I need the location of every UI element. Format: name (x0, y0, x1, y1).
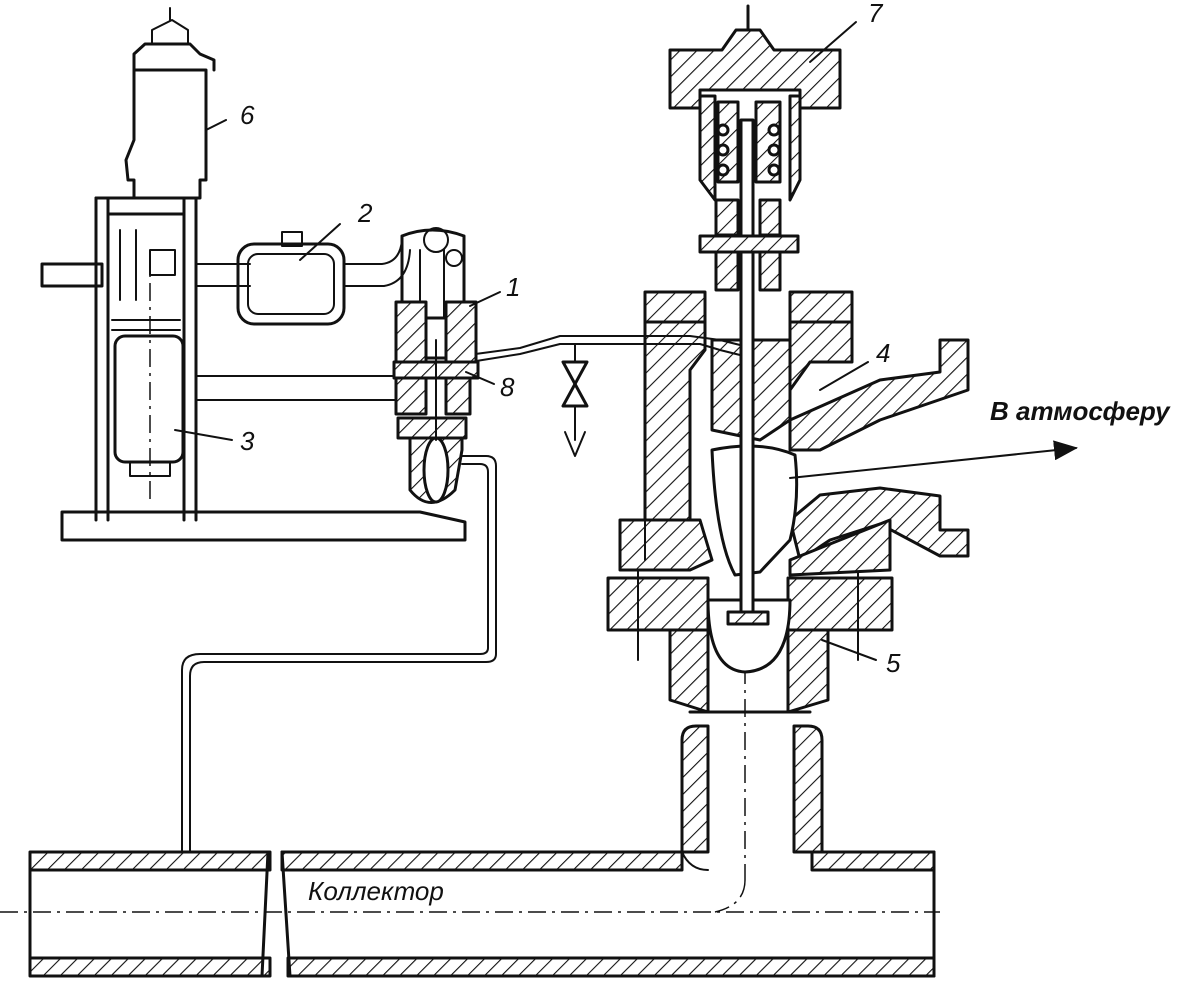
label-to-atmosphere: В атмосферу (990, 396, 1171, 426)
label-part-3: 3 (240, 426, 255, 456)
label-collector: Коллектор (308, 876, 444, 906)
label-part-5: 5 (886, 648, 901, 678)
label-part-2: 2 (357, 198, 373, 228)
riser-pipe (680, 600, 824, 913)
pilot-valve-1 (392, 227, 480, 504)
valve-lower-flange (606, 559, 894, 714)
label-part-4: 4 (876, 338, 890, 368)
label-part-7: 7 (868, 0, 884, 28)
relay-frame (40, 196, 467, 542)
leader-lines (174, 21, 877, 661)
label-part-6: 6 (240, 100, 255, 130)
impulse-line (467, 335, 741, 457)
valve-body (618, 290, 970, 577)
pressure-switch-2 (236, 231, 411, 326)
cylinder-3 (113, 250, 185, 500)
sensing-line (181, 455, 497, 853)
label-part-1: 1 (506, 272, 520, 302)
atmosphere-arrow (789, 440, 1078, 479)
solenoid-6 (124, 7, 216, 200)
label-part-8: 8 (500, 372, 515, 402)
actuator-7 (668, 4, 842, 292)
collector-pipe (0, 850, 940, 978)
